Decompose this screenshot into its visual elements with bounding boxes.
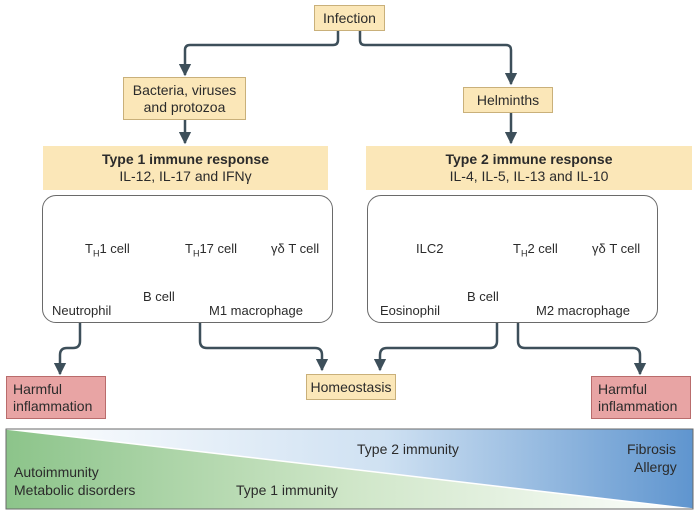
type2-response-box: Type 2 immune response IL-4, IL-5, IL-13… — [366, 146, 692, 190]
helminths-label: Helminths — [476, 91, 540, 108]
homeostasis-label: Homeostasis — [310, 378, 392, 395]
arrow-type2-harmful — [516, 323, 647, 376]
type1-immunity-label: Type 1 immunity — [236, 482, 338, 498]
type2-title: Type 2 immune response — [445, 151, 613, 167]
arrow-type1-homeostasis — [198, 323, 329, 372]
helminths-box: Helminths — [463, 87, 553, 113]
allergy-label: Allergy — [634, 459, 677, 475]
type1-cytokines: IL-12, IL-17 and IFNγ — [119, 168, 252, 184]
type2-cells-panel — [367, 195, 658, 323]
bacteria-line-2: and protozoa — [143, 98, 226, 115]
fibrosis-label: Fibrosis — [627, 441, 677, 457]
neutrophil-label: Neutrophil — [52, 303, 112, 318]
ilc2-label: ILC2 — [416, 241, 444, 256]
arrow-type1-left-outcome — [53, 323, 82, 376]
harmful-inflammation-right: Harmful inflammation — [591, 376, 691, 419]
spectrum-diagonal — [5, 428, 694, 510]
m1-macrophage-label: M1 macrophage — [209, 303, 303, 318]
arrow-infection-left — [178, 31, 340, 77]
harmful-right-line-1: Harmful — [598, 380, 648, 397]
type1-cells-panel — [42, 195, 333, 323]
bacteria-line-1: Bacteria, viruses — [132, 81, 237, 98]
gd-tcell-label-1: γδ T cell — [271, 241, 320, 256]
arrow-type2-homeostasis — [373, 323, 499, 372]
type1-response-box: Type 1 immune response IL-12, IL-17 and … — [43, 146, 328, 190]
bacteria-box: Bacteria, viruses and protozoa — [123, 77, 246, 120]
infection-box: Infection — [314, 5, 385, 31]
metabolic-disorders-label: Metabolic disorders — [14, 482, 136, 498]
homeostasis-box: Homeostasis — [306, 374, 396, 400]
autoimmunity-label: Autoimmunity — [14, 464, 99, 480]
th17-label: TH17 cell — [185, 241, 238, 259]
arrow-infection-right — [358, 31, 518, 86]
bcell-label-1: B cell — [143, 289, 175, 304]
type1-title: Type 1 immune response — [101, 151, 269, 167]
type2-immunity-label: Type 2 immunity — [357, 441, 459, 457]
infection-label: Infection — [323, 9, 376, 26]
eosinophil-label: Eosinophil — [380, 303, 440, 318]
th2-label: TH2 cell — [513, 241, 558, 259]
gd-tcell-label-2: γδ T cell — [592, 241, 641, 256]
type2-cytokines: IL-4, IL-5, IL-13 and IL-10 — [449, 168, 609, 184]
harmful-left-line-2: inflammation — [13, 397, 93, 414]
harmful-left-line-1: Harmful — [13, 380, 63, 397]
harmful-inflammation-left: Harmful inflammation — [6, 376, 106, 419]
m2-macrophage-label: M2 macrophage — [536, 303, 630, 318]
harmful-right-line-2: inflammation — [598, 397, 678, 414]
th1-label: TH1 cell — [85, 241, 130, 259]
bcell-label-2: B cell — [467, 289, 499, 304]
